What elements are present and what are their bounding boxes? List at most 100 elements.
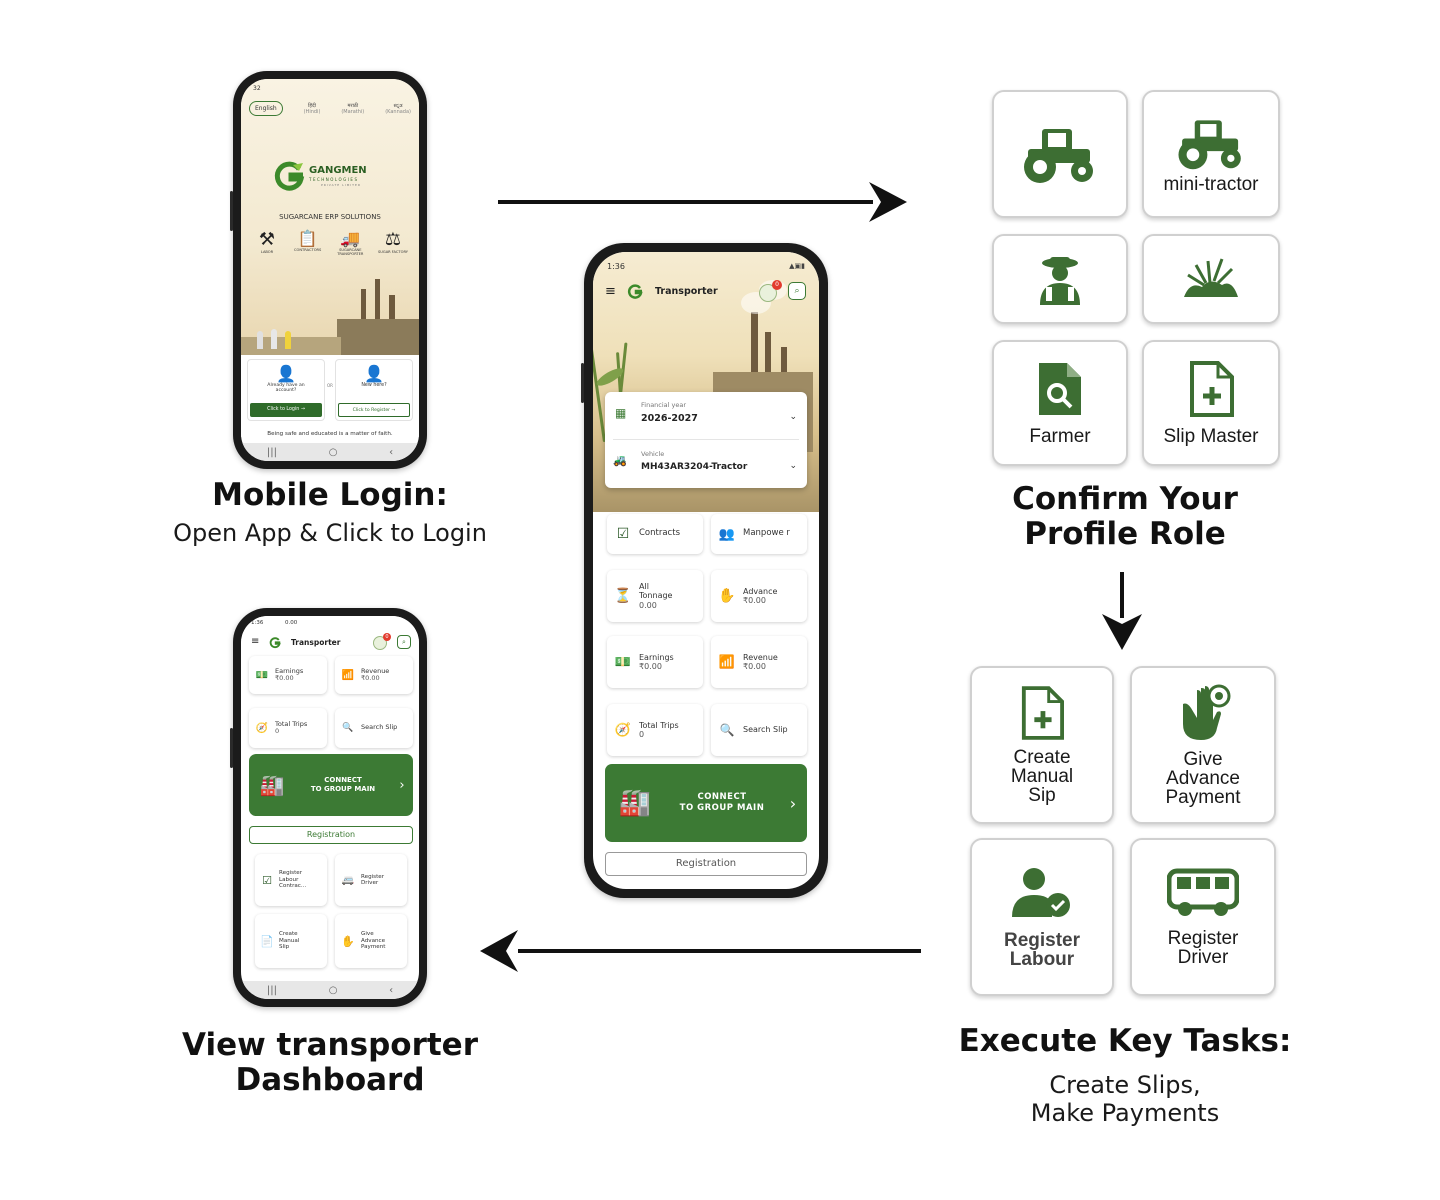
language-kannada-chip[interactable]: ಕನ್ನಡ(Kannada) <box>385 102 411 115</box>
task-card-register-labour[interactable]: Register Labour <box>970 838 1114 996</box>
tile-revenue[interactable]: 📶 Revenue₹0.00 <box>335 656 413 694</box>
tile-register-driver[interactable]: 🚐 Register Driver <box>335 854 407 906</box>
fy-label: Financial year <box>641 401 687 409</box>
back-icon[interactable]: ‹ <box>389 984 394 996</box>
header-title: Transporter <box>655 286 718 297</box>
home-icon[interactable]: ○ <box>328 446 338 458</box>
chevron-right-icon: › <box>789 793 797 813</box>
connect-group-main-button[interactable]: 🏭 CONNECT TO GROUP MAIN › <box>605 764 807 842</box>
arrow-left-bottom <box>480 930 921 972</box>
pickaxe-icon: ⚒ <box>258 229 276 250</box>
language-marathi-chip[interactable]: मराठी(Marathi) <box>341 102 365 115</box>
gangmen-logo-icon <box>269 637 281 649</box>
tile-earnings[interactable]: 💵 Earnings₹0.00 <box>249 656 327 694</box>
role-contractors[interactable]: 📋 CONTRACTORS <box>290 229 326 256</box>
gangmen-logo-icon <box>627 284 643 299</box>
recents-icon[interactable]: ||| <box>266 984 277 996</box>
login-phone: 32 English हिंदी(Hindi) मराठी(Marathi) ಕ… <box>230 71 427 469</box>
tile-create-manual-slip[interactable]: 📄 Create Manual Slip <box>255 914 327 968</box>
tagline: SUGARCANE ERP SOLUTIONS <box>279 213 381 221</box>
van-icon <box>1167 868 1239 916</box>
hand-coin-icon: ✋ <box>341 934 355 948</box>
status-time: 1:36 <box>607 262 625 271</box>
android-nav-bar: ||| ○ ‹ <box>241 443 419 461</box>
role-card-farmer[interactable]: Farmer <box>992 340 1128 466</box>
tile-search-slip[interactable]: 🔍 Search Slip <box>335 708 413 748</box>
hand-coin-icon <box>1183 684 1231 740</box>
task-card-create-manual-slip[interactable]: Create Manual Sip <box>970 666 1114 824</box>
search-document-icon <box>1039 362 1081 415</box>
role-card-tractor[interactable] <box>992 90 1128 218</box>
user-lock-icon: 👤 <box>276 364 296 383</box>
search-document-icon: 🔍 <box>719 723 735 737</box>
register-button[interactable]: Click to Register → <box>338 403 410 417</box>
tasks-caption-subtitle: Create Slips, Make Payments <box>1030 1071 1220 1127</box>
role-transporter[interactable]: 🚚 SUGARCANE TRANSPORTER <box>330 229 370 256</box>
language-hindi-chip[interactable]: हिंदी(Hindi) <box>303 102 321 115</box>
factory-scene <box>241 279 419 359</box>
header-title: Transporter <box>291 638 341 647</box>
recents-icon[interactable]: ||| <box>266 446 277 458</box>
status-icons: ▲▣▮ <box>789 262 805 270</box>
vehicle-label: Vehicle <box>641 450 665 458</box>
bar-chart-icon: 📶 <box>718 654 736 670</box>
compass-icon: 🧭 <box>255 722 269 734</box>
vehicle-value[interactable]: MH43AR3204-Tractor <box>641 462 748 472</box>
status-time: 1:36 <box>251 620 264 626</box>
login-button[interactable]: Click to Login → <box>250 403 322 417</box>
dashboard-phone: 1:36 0.00 ≡ Transporter 0 ⌕ 💵 Earnings₹0… <box>230 608 427 1007</box>
connect-group-main-button[interactable]: 🏭 CONNECT TO GROUP MAIN › <box>249 754 413 816</box>
group-icon: 👥 <box>718 526 736 542</box>
role-card-mini-tractor[interactable]: mini-tractor <box>1142 90 1280 218</box>
crop-field-icon <box>1184 258 1238 297</box>
back-icon[interactable]: ‹ <box>389 446 394 458</box>
role-card-crop-field[interactable] <box>1142 234 1280 324</box>
dashboard-caption-title: View transporter Dashboard <box>182 1027 478 1098</box>
footer-text: Being safe and educated is a matter of f… <box>267 431 393 437</box>
bar-chart-icon: 📶 <box>341 669 355 681</box>
tile-give-advance-payment[interactable]: ✋ Give Advance Payment <box>335 914 407 968</box>
hourglass-icon: ⏳ <box>614 588 632 604</box>
add-user-icon: 👤 <box>364 364 384 383</box>
role-labor[interactable]: ⚒ LABOR <box>249 229 285 256</box>
search-icon[interactable]: ⌕ <box>397 635 411 649</box>
task-card-register-driver[interactable]: Register Driver <box>1130 838 1276 996</box>
task-card-give-advance-payment[interactable]: Give Advance Payment <box>1130 666 1276 824</box>
role-card-farmer-worker[interactable] <box>992 234 1128 324</box>
menu-icon[interactable]: ≡ <box>605 284 616 299</box>
notification-badge: 0 <box>383 633 391 641</box>
tile-earnings[interactable]: 💵 Earnings₹0.00 <box>607 636 703 688</box>
tractor-icon <box>1178 119 1241 169</box>
role-sugar-factory[interactable]: ⚖ SUGAR FACTORY <box>375 229 411 256</box>
home-icon[interactable]: ○ <box>328 984 338 996</box>
truck-icon: 🚚 <box>340 229 361 248</box>
tile-search-slip[interactable]: 🔍 Search Slip <box>711 704 807 756</box>
tile-register-labour-contractor[interactable]: ☑ Register Labour Contrac... <box>255 854 327 906</box>
menu-icon[interactable]: ≡ <box>251 636 260 647</box>
tile-advance[interactable]: ✋ Advance₹0.00 <box>711 570 807 622</box>
arrow-down <box>1102 572 1142 650</box>
hand-coin-icon: ✋ <box>718 588 736 604</box>
login-caption-title: Mobile Login: <box>212 477 448 513</box>
android-nav-bar: ||| ○ ‹ <box>241 981 419 999</box>
tile-contracts[interactable]: ☑ Contracts <box>607 514 703 554</box>
role-card-slip-master[interactable]: Slip Master <box>1142 340 1280 466</box>
tractor-icon: 🚜 <box>613 454 627 467</box>
add-document-icon <box>1021 685 1064 740</box>
registration-button[interactable]: Registration <box>605 852 807 876</box>
scale-icon: ⚖ <box>384 229 402 250</box>
chevron-down-icon[interactable]: ⌄ <box>789 461 797 471</box>
compass-icon: 🧭 <box>614 722 632 738</box>
search-icon[interactable]: ⌕ <box>788 282 806 300</box>
farmer-worker-icon <box>1040 257 1080 305</box>
overflow-value: 0.00 <box>285 620 298 626</box>
tile-revenue[interactable]: 📶 Revenue₹0.00 <box>711 636 807 688</box>
fy-value[interactable]: 2026-2027 <box>641 413 698 424</box>
tile-manpower[interactable]: 👥 Manpowe r <box>711 514 807 554</box>
registration-button[interactable]: Registration <box>249 826 413 844</box>
chevron-down-icon[interactable]: ⌄ <box>789 412 797 422</box>
language-english-chip[interactable]: English <box>249 101 283 116</box>
